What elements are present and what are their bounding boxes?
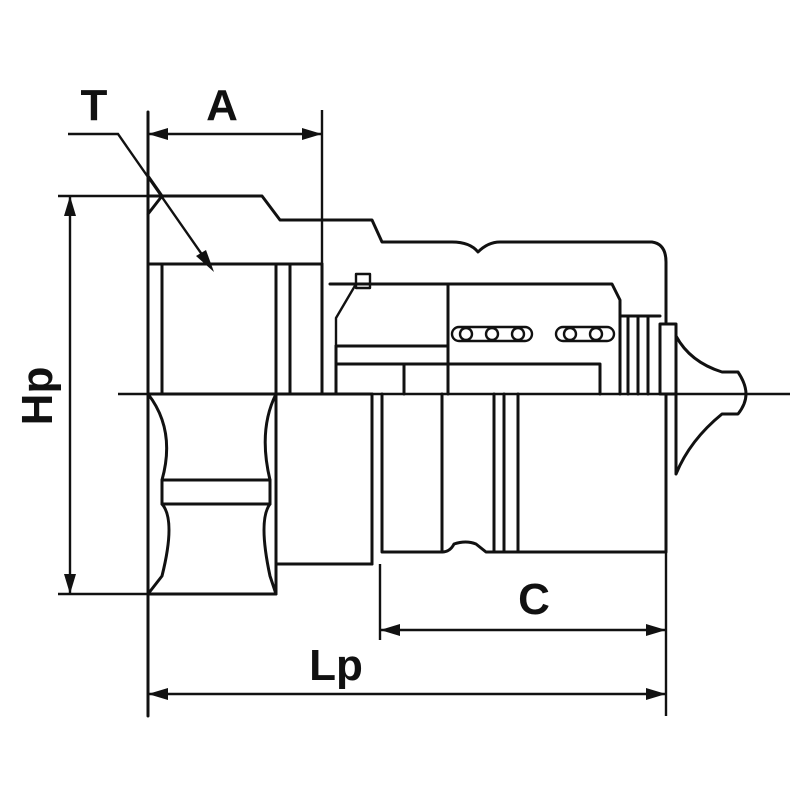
dim-a-arrow-left: [148, 128, 168, 140]
dim-c-label: C: [518, 575, 550, 624]
valve-nose: [618, 314, 748, 476]
dim-lp-label: Lp: [309, 641, 363, 690]
inner-sleeve: [320, 262, 622, 396]
dim-lp-arrow-left: [148, 688, 168, 700]
dim-a-label: A: [206, 81, 238, 130]
dim-hp-arrow-bottom: [64, 574, 76, 594]
valve-stem: [334, 344, 602, 396]
dim-c-arrow-left: [380, 624, 400, 636]
dim-t-label: T: [81, 81, 108, 130]
dim-c-arrow-right: [646, 624, 666, 636]
dim-t-arrow: [196, 250, 214, 272]
hex-upper-bore: [146, 262, 324, 396]
body-lower-sleeve: [370, 392, 668, 566]
dim-a-arrow-right: [302, 128, 322, 140]
body-lower-collar: [274, 392, 374, 566]
lock-balls: [450, 325, 616, 343]
dim-t-leader: [68, 132, 211, 267]
snap-ring: [354, 272, 372, 290]
outer-body-outline: [146, 194, 668, 324]
hex-lower-view: [146, 392, 278, 596]
dim-hp-label: Hp: [13, 367, 62, 426]
dim-hp-arrow-top: [64, 196, 76, 216]
dim-lp-arrow-right: [646, 688, 666, 700]
snap-ring-leader: [334, 283, 358, 346]
